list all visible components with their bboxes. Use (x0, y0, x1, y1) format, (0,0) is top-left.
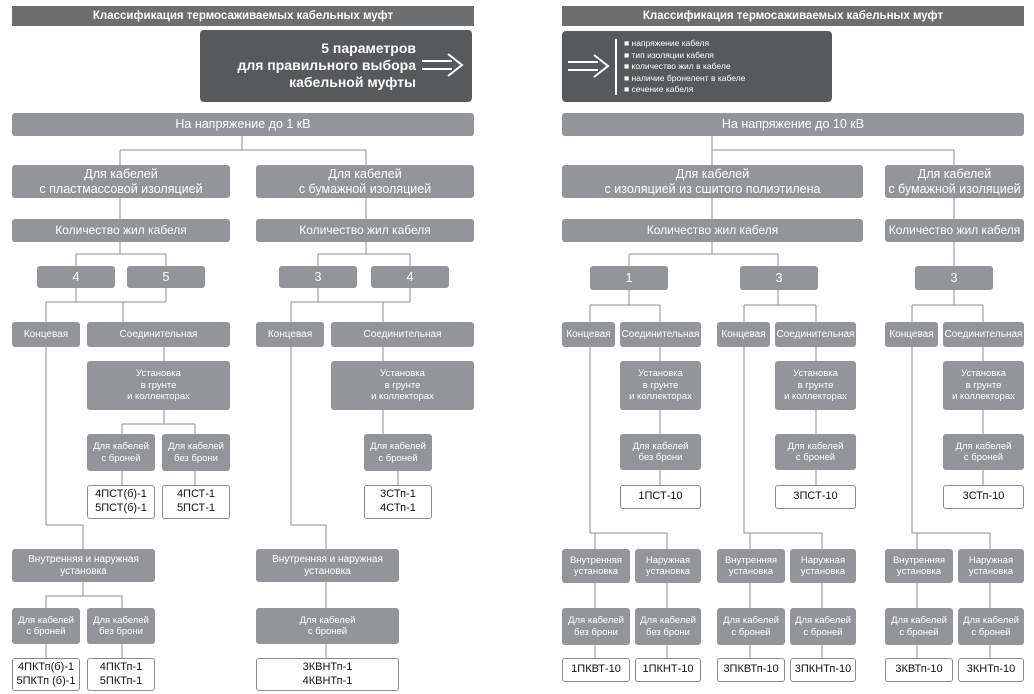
arrow-right-icon (568, 54, 610, 78)
left-cores-4-b: 4 (371, 266, 449, 288)
left-voltage-box: На напряжение до 1 кВ (12, 113, 474, 136)
params-divider (615, 39, 617, 95)
product-3pkntp-10: 3ПКНТп-10 (790, 658, 856, 682)
product-3kntp-10: 3КНТп-10 (958, 658, 1024, 682)
right-end-box-b: Концевая (717, 322, 770, 347)
right-cores-box-a: Количество жил кабеля (562, 219, 863, 242)
right-voltage-box: На напряжение до 10 кВ (562, 113, 1024, 136)
left-joint-box-b: Соединительная (331, 322, 474, 347)
right-cores-3-b: 3 (915, 266, 993, 290)
params-list-item: ■ напряжение кабеля (624, 38, 710, 48)
product-1pkvt-10: 1ПКВТ-10 (562, 658, 630, 682)
right-joint-box-c: Соединительная (943, 322, 1024, 347)
right-cores-box-b: Количество жил кабеля (885, 219, 1024, 242)
left-cores-4-a: 4 (37, 266, 115, 288)
arrow-right-icon (422, 53, 464, 77)
right-params-box: ■ напряжение кабеля ■ тип изоляции кабел… (562, 31, 832, 102)
params-list-item: ■ наличие бронелент в кабеле (624, 72, 746, 83)
product-3kvtp-10: 3КВТп-10 (885, 658, 953, 682)
left-cores-box-a: Количество жил кабеля (12, 219, 230, 242)
params-list-item: ■ количество жил в кабеле (624, 61, 731, 72)
right-header: Классификация термосаживаемых кабельных … (562, 6, 1024, 26)
right-cores-1: 1 (590, 266, 668, 290)
right-end-box-a: Концевая (562, 322, 615, 347)
left-end-box-b: Концевая (256, 322, 324, 347)
left-params-box: 5 параметров для правильного выбора кабе… (200, 30, 472, 102)
right-end-box-c: Концевая (885, 322, 938, 347)
left-header: Классификация термосаживаемых кабельных … (12, 6, 474, 26)
right-joint-box-a: Соединительная (620, 322, 701, 347)
product-3pkvtp-10: 3ПКВТп-10 (717, 658, 785, 682)
left-cores-box-b: Количество жил кабеля (256, 219, 474, 242)
left-joint-box-a: Соединительная (87, 322, 230, 347)
params-list-item: ■ сечение кабеля (624, 84, 694, 95)
product-3pst-10: 3ПСТ-10 (775, 485, 856, 509)
params-list: ■ напряжение кабеля ■ тип изоляции кабел… (624, 38, 829, 96)
params-title-line3: кабельной муфты (289, 74, 416, 90)
params-title-line1: 5 параметров (321, 40, 416, 56)
right-cores-3-a: 3 (740, 266, 818, 290)
left-end-box-a: Концевая (12, 322, 80, 347)
left-cores-3: 3 (279, 266, 357, 288)
product-1pknt-10: 1ПКНТ-10 (635, 658, 701, 682)
product-3stp-10: 3СТп-10 (943, 485, 1024, 509)
left-cores-5: 5 (127, 266, 205, 288)
right-joint-box-b: Соединительная (775, 322, 856, 347)
params-title-line2: для правильного выбора (237, 57, 416, 73)
params-list-item: ■ тип изоляции кабеля (624, 49, 714, 60)
product-1pst-10: 1ПСТ-10 (620, 485, 701, 509)
